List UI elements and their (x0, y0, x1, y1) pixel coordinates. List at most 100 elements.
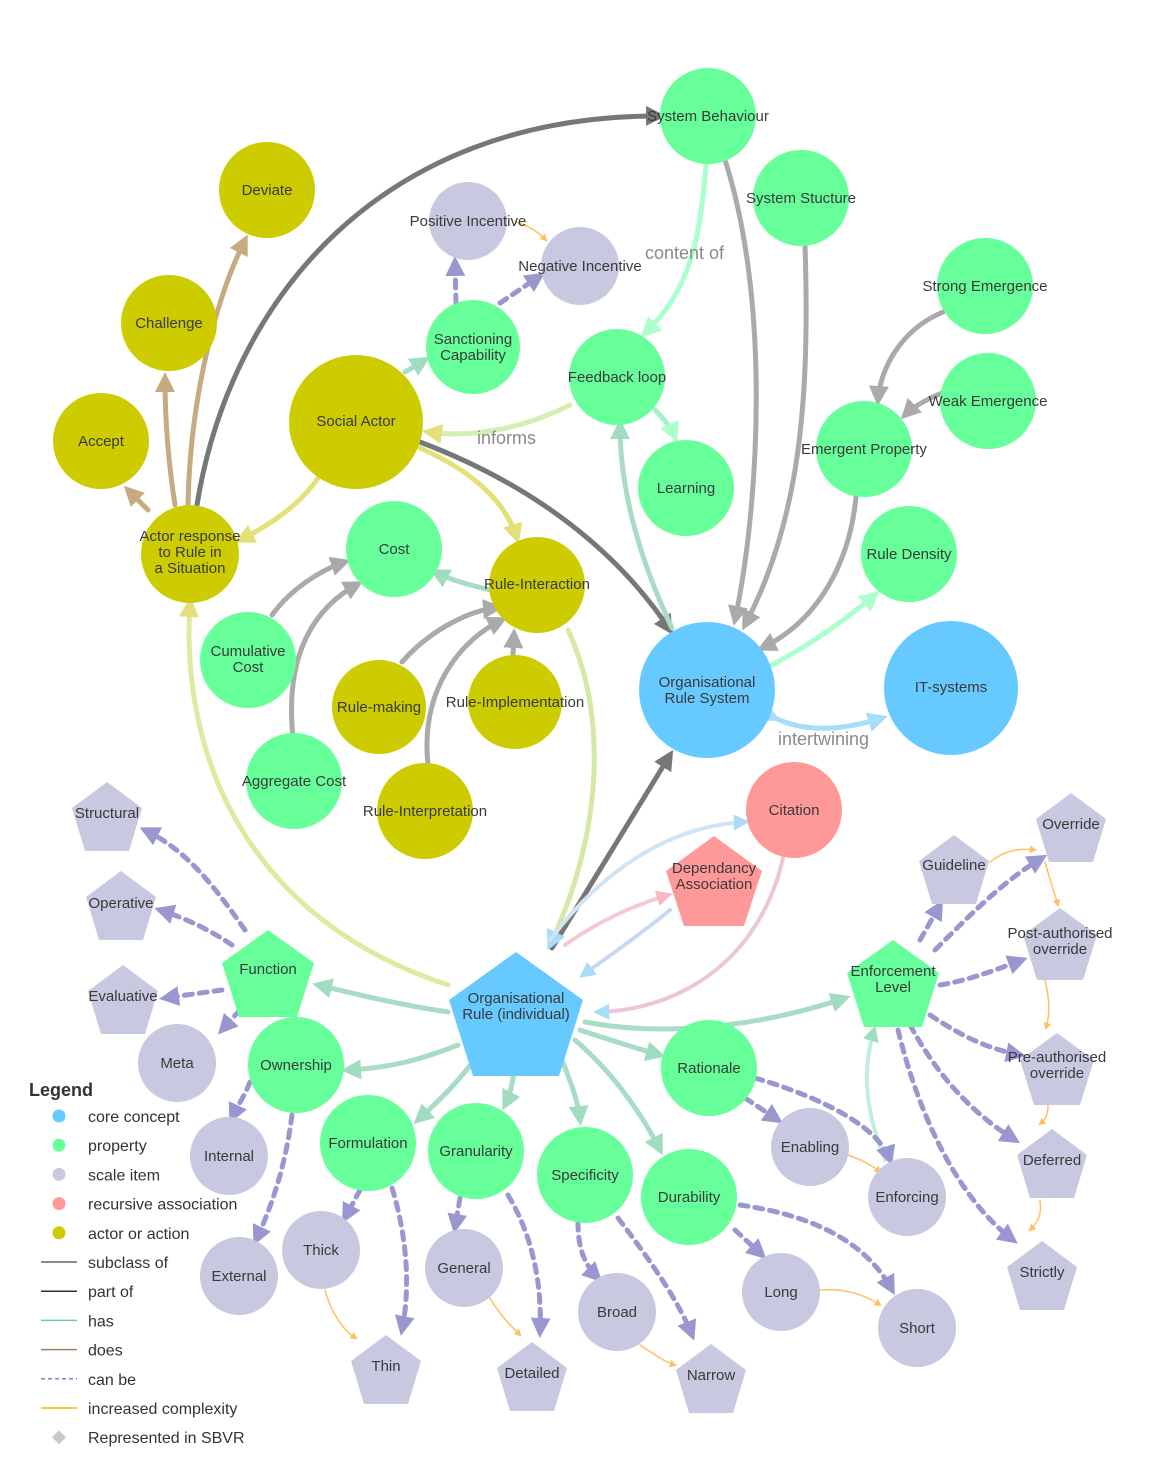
edge-enforcement-to-override (932, 854, 1048, 953)
node-citation[interactable]: Citation (746, 762, 842, 858)
svg-text:Override: Override (1042, 816, 1100, 833)
svg-text:Thin: Thin (371, 1358, 400, 1375)
legend-label: increased complexity (88, 1401, 237, 1418)
node-positive-incentive[interactable]: Positive Incentive (410, 182, 527, 260)
node-durability[interactable]: Durability (641, 1149, 737, 1245)
node-guideline[interactable]: Guideline (919, 835, 989, 904)
node-specificity[interactable]: Specificity (537, 1127, 633, 1223)
edge-thick-to-thin (324, 1289, 358, 1340)
node-broad[interactable]: Broad (578, 1273, 656, 1351)
node-deviate[interactable]: Deviate (219, 142, 315, 238)
svg-text:System Behaviour: System Behaviour (647, 108, 769, 125)
edge-sanctioning-to-positive (445, 256, 466, 306)
svg-text:Evaluative: Evaluative (88, 988, 157, 1005)
node-deferred[interactable]: Deferred (1017, 1129, 1087, 1198)
svg-text:Detailed: Detailed (504, 1365, 559, 1382)
svg-text:Long: Long (764, 1284, 797, 1301)
svg-text:Granularity: Granularity (439, 1143, 513, 1160)
node-strong-emergence[interactable]: Strong Emergence (922, 238, 1048, 334)
edge-actor-response-to-accept (123, 485, 151, 513)
node-accept[interactable]: Accept (53, 393, 149, 489)
node-system-stucture[interactable]: System Stucture (746, 150, 856, 246)
node-learning[interactable]: Learning (638, 440, 734, 536)
legend-diamond-icon (52, 1430, 66, 1445)
svg-text:Ownership: Ownership (260, 1057, 332, 1074)
legend-label: has (88, 1313, 114, 1330)
node-function[interactable]: Function (222, 930, 314, 1017)
edge-enforcement-to-strictly (895, 1027, 1018, 1244)
node-it-systems[interactable]: IT-systems (884, 621, 1018, 755)
node-challenge[interactable]: Challenge (121, 275, 217, 371)
node-thick[interactable]: Thick (282, 1211, 360, 1289)
node-rule-interpretation[interactable]: Rule-Interpretation (363, 763, 487, 859)
edge-formulation-to-thick (342, 1187, 363, 1224)
node-social-actor[interactable]: Social Actor (289, 355, 423, 489)
node-granularity[interactable]: Granularity (428, 1103, 524, 1199)
node-enabling[interactable]: Enabling (771, 1108, 849, 1186)
node-operative[interactable]: Operative (86, 871, 156, 940)
node-thin[interactable]: Thin (351, 1335, 421, 1404)
node-meta[interactable]: Meta (138, 1024, 216, 1102)
svg-text:Broad: Broad (597, 1304, 637, 1321)
node-ownership[interactable]: Ownership (248, 1017, 344, 1113)
edge-rule-individual-to-citation (548, 814, 750, 942)
node-strictly[interactable]: Strictly (1007, 1241, 1077, 1310)
node-narrow[interactable]: Narrow (676, 1344, 746, 1413)
node-enforcing[interactable]: Enforcing (868, 1158, 946, 1236)
node-weak-emergence[interactable]: Weak Emergence (929, 353, 1048, 449)
node-external[interactable]: External (200, 1237, 278, 1315)
node-aggregate-cost[interactable]: Aggregate Cost (242, 733, 347, 829)
node-general[interactable]: General (425, 1229, 503, 1307)
edge-rule-individual-to-dependancy (563, 890, 673, 947)
edge-social-actor-to-rule-interaction (417, 445, 523, 544)
node-rule-density[interactable]: Rule Density (861, 506, 957, 602)
svg-text:General: General (437, 1260, 490, 1277)
node-evaluative[interactable]: Evaluative (88, 965, 158, 1034)
edge-long-to-short (819, 1288, 882, 1307)
node-structural[interactable]: Structural (72, 782, 142, 851)
node-formulation[interactable]: Formulation (320, 1095, 416, 1191)
legend-item: increased complexity (41, 1401, 237, 1418)
svg-text:Enforcing: Enforcing (875, 1189, 938, 1206)
node-detailed[interactable]: Detailed (497, 1342, 567, 1411)
node-system-behaviour[interactable]: System Behaviour (647, 68, 769, 164)
edge-enforcement-to-guideline (917, 899, 943, 943)
edge-deferred-to-strictly (1028, 1199, 1042, 1232)
svg-text:Emergent Property: Emergent Property (801, 441, 927, 458)
legend-label: recursive association (88, 1197, 237, 1214)
node-rationale[interactable]: Rationale (661, 1020, 757, 1116)
svg-text:Durability: Durability (658, 1189, 721, 1206)
node-emergent-property[interactable]: Emergent Property (801, 401, 927, 497)
node-short[interactable]: Short (878, 1289, 956, 1367)
edge-durability-to-long (732, 1227, 767, 1260)
node-rule-making[interactable]: Rule-making (332, 660, 426, 754)
node-long[interactable]: Long (742, 1253, 820, 1331)
edge-rule-individual-to-rationale (577, 1027, 666, 1061)
node-cost[interactable]: Cost (346, 501, 442, 597)
svg-text:Accept: Accept (78, 433, 125, 450)
node-internal[interactable]: Internal (190, 1117, 268, 1195)
svg-text:Citation: Citation (769, 802, 820, 819)
svg-text:Enabling: Enabling (781, 1139, 839, 1156)
node-negative-incentive[interactable]: Negative Incentive (518, 227, 642, 305)
node-rule-interaction[interactable]: Rule-Interaction (484, 537, 590, 633)
legend-item: scale item (52, 1167, 160, 1184)
node-override[interactable]: Override (1036, 793, 1106, 862)
legend-label: Represented in SBVR (88, 1430, 245, 1447)
node-feedback-loop[interactable]: Feedback loop (568, 329, 666, 425)
svg-text:Positive Incentive: Positive Incentive (410, 213, 527, 230)
node-rule-implementation[interactable]: Rule-Implementation (446, 655, 584, 749)
